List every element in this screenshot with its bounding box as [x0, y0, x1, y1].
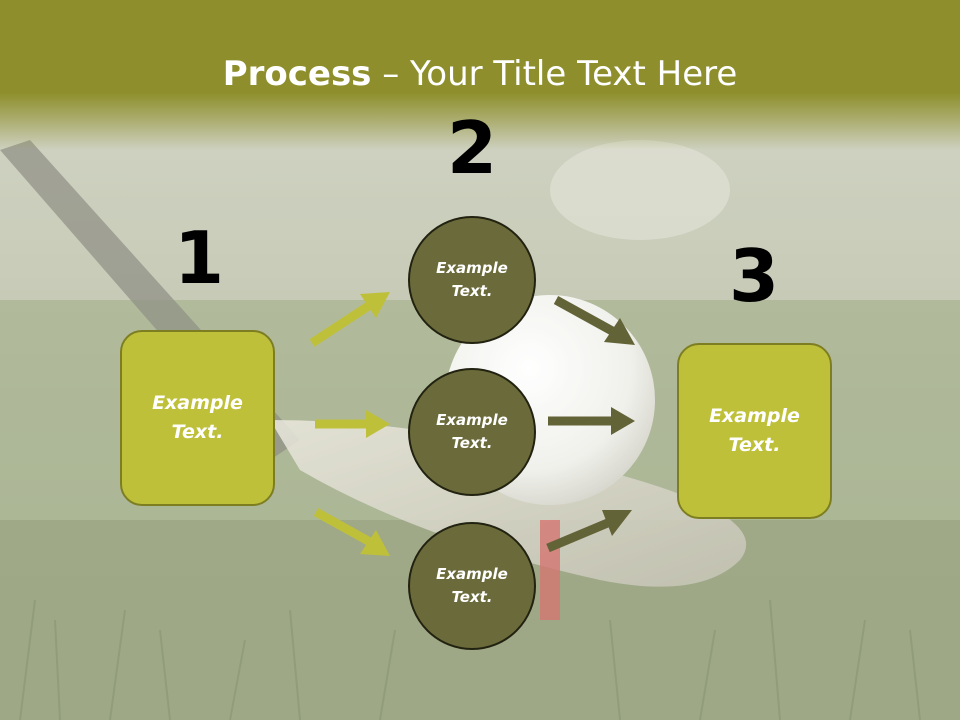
- title-bar: [0, 0, 960, 150]
- step-2-circle-middle: Example Text.: [408, 368, 536, 496]
- step-3-box: Example Text.: [677, 343, 832, 519]
- step-2-circle-bottom: Example Text.: [408, 522, 536, 650]
- circle-top-text: Example Text.: [436, 259, 508, 300]
- step-number-2: 2: [446, 106, 498, 190]
- circle-middle-text: Example Text.: [436, 411, 508, 452]
- circle-bottom-text: Example Text.: [436, 565, 508, 606]
- title-bold: Process: [222, 54, 372, 94]
- step-2-circle-top: Example Text.: [408, 216, 536, 344]
- title-rest: – Your Title Text Here: [371, 54, 738, 94]
- step-3-text: Example Text.: [709, 405, 800, 456]
- step-number-1: 1: [173, 216, 225, 300]
- step-1-box: Example Text.: [120, 330, 275, 506]
- step-1-text: Example Text.: [152, 392, 243, 443]
- slide-title: Process – Your Title Text Here: [0, 52, 960, 96]
- step-number-3: 3: [728, 234, 780, 318]
